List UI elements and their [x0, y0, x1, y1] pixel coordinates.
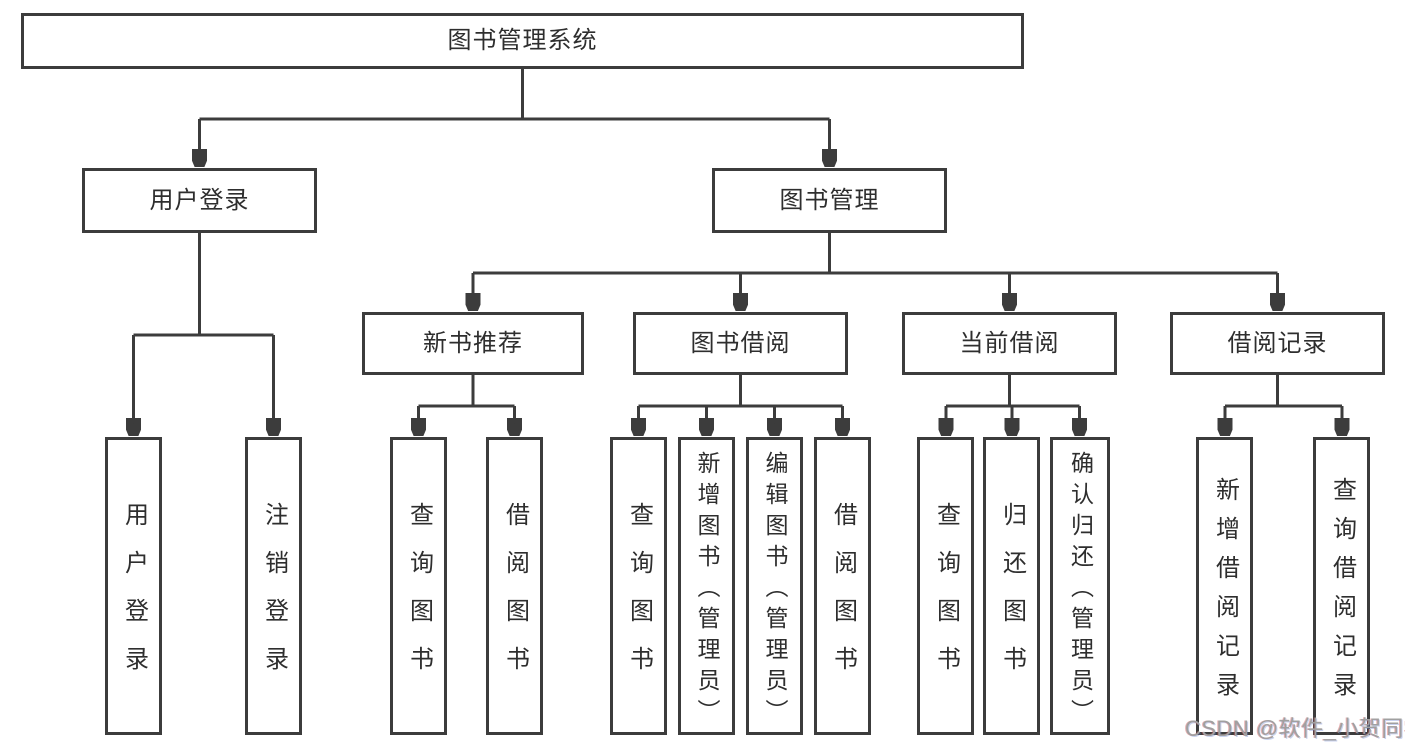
leaf-records-add: 新增借阅记录	[1196, 437, 1253, 735]
leaf-current-search: 查询图书	[917, 437, 974, 735]
node-borrow-records: 借阅记录	[1170, 312, 1385, 375]
watermark-text: CSDN @软件_小贺同学	[1185, 716, 1405, 741]
leaf-borrow-search-label: 查询图书	[625, 502, 653, 694]
leaf-records-add-label: 新增借阅记录	[1211, 476, 1239, 711]
node-user-login: 用户登录	[82, 168, 317, 233]
node-current-borrow: 当前借阅	[902, 312, 1117, 375]
node-book-borrow: 图书借阅	[633, 312, 848, 375]
leaf-logout-label: 注销登录	[260, 502, 288, 694]
node-root-label: 图书管理系统	[447, 27, 598, 54]
leaf-current-return-label: 归还图书	[998, 502, 1026, 694]
leaf-newbooks-borrow: 借阅图书	[486, 437, 543, 735]
node-book-mgmt: 图书管理	[712, 168, 947, 233]
leaf-logout: 注销登录	[245, 437, 302, 735]
leaf-borrow-add-book: 新增图书（管理员）	[678, 437, 735, 735]
leaf-user-login-label: 用户登录	[120, 502, 148, 694]
leaf-borrow-edit-book-label: 编辑图书（管理员）	[762, 450, 788, 730]
node-root: 图书管理系统	[21, 13, 1024, 69]
leaf-newbooks-search-label: 查询图书	[405, 502, 433, 694]
node-borrow-records-label: 借阅记录	[1227, 329, 1328, 357]
node-current-borrow-label: 当前借阅	[959, 329, 1060, 357]
node-book-mgmt-label: 图书管理	[779, 186, 880, 214]
leaf-current-confirm-return: 确认归还（管理员）	[1050, 437, 1110, 735]
leaf-borrow-add-book-label: 新增图书（管理员）	[694, 450, 720, 730]
leaf-newbooks-search: 查询图书	[390, 437, 447, 735]
leaf-newbooks-borrow-label: 借阅图书	[501, 502, 529, 694]
leaf-records-search: 查询借阅记录	[1313, 437, 1370, 735]
node-new-books-label: 新书推荐	[423, 329, 523, 357]
leaf-borrow-borrow-book-label: 借阅图书	[829, 502, 857, 694]
leaf-user-login: 用户登录	[105, 437, 162, 735]
leaf-borrow-search: 查询图书	[610, 437, 667, 735]
leaf-borrow-edit-book: 编辑图书（管理员）	[746, 437, 803, 735]
leaf-current-return: 归还图书	[983, 437, 1040, 735]
leaf-current-confirm-return-label: 确认归还（管理员）	[1067, 450, 1094, 730]
leaf-records-search-label: 查询借阅记录	[1328, 476, 1356, 711]
node-new-books: 新书推荐	[362, 312, 584, 375]
node-user-login-label: 用户登录	[149, 186, 250, 214]
leaf-borrow-borrow-book: 借阅图书	[814, 437, 871, 735]
node-book-borrow-label: 图书借阅	[690, 329, 791, 357]
leaf-current-search-label: 查询图书	[932, 502, 960, 694]
